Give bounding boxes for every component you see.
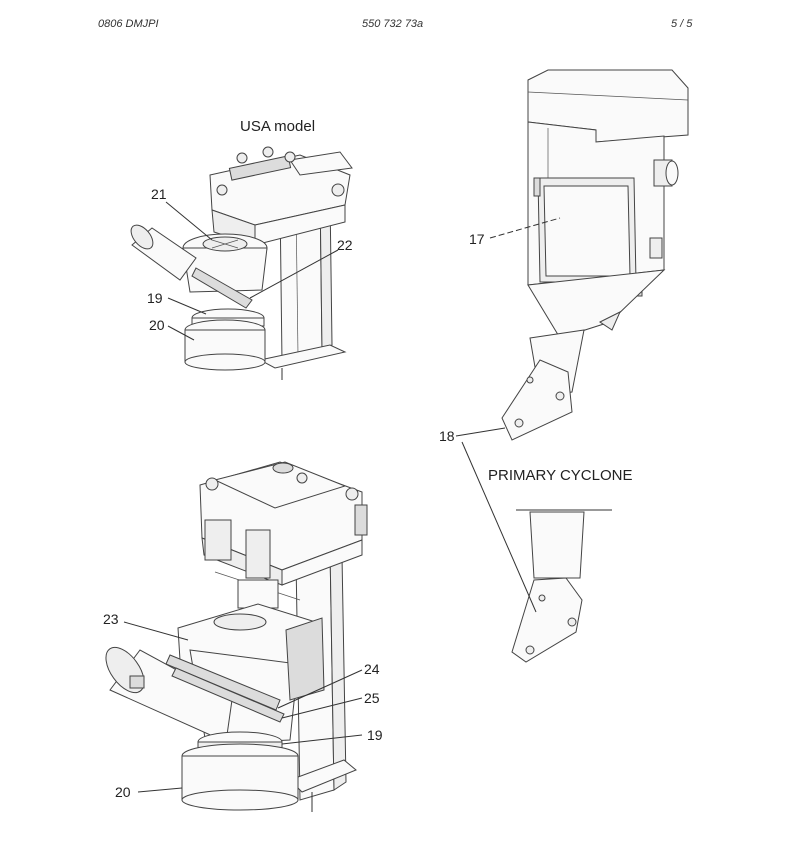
primary-cyclone-assembly (501, 69, 689, 441)
leader-19-bottom (281, 734, 363, 745)
main-assembly (105, 461, 368, 812)
usa-model-assembly (130, 146, 353, 380)
callout-18: 18 (439, 428, 455, 444)
header-doc-code: 0806 DMJPI (98, 18, 159, 30)
leader-23 (123, 621, 189, 641)
header-page-number: 5 / 5 (671, 18, 693, 30)
title-primary-cyclone: PRIMARY CYCLONE (488, 467, 633, 484)
callout-21: 21 (151, 186, 167, 202)
leader-21 (165, 201, 213, 241)
leader-25 (281, 697, 363, 719)
leader-24 (277, 669, 363, 709)
title-usa-model: USA model (240, 118, 315, 135)
callout-25: 25 (364, 690, 380, 706)
callout-23: 23 (103, 611, 119, 627)
header-part-number: 550 732 73a (362, 18, 424, 30)
primary-cyclone-detail (511, 509, 612, 663)
callout-20-top: 20 (149, 317, 165, 333)
leader-20-top (167, 325, 195, 341)
leader-18a (455, 427, 506, 437)
leader-18b (461, 441, 537, 613)
callout-20-bottom: 20 (115, 784, 131, 800)
leader-19-top (167, 297, 207, 315)
leader-17 (489, 217, 561, 239)
leader-20-bottom (137, 787, 183, 793)
leader-22 (249, 249, 339, 299)
callout-17: 17 (469, 231, 485, 247)
callout-22: 22 (337, 237, 353, 253)
callout-19-top: 19 (147, 290, 163, 306)
callout-24: 24 (364, 661, 380, 677)
callout-19-bottom: 19 (367, 727, 383, 743)
